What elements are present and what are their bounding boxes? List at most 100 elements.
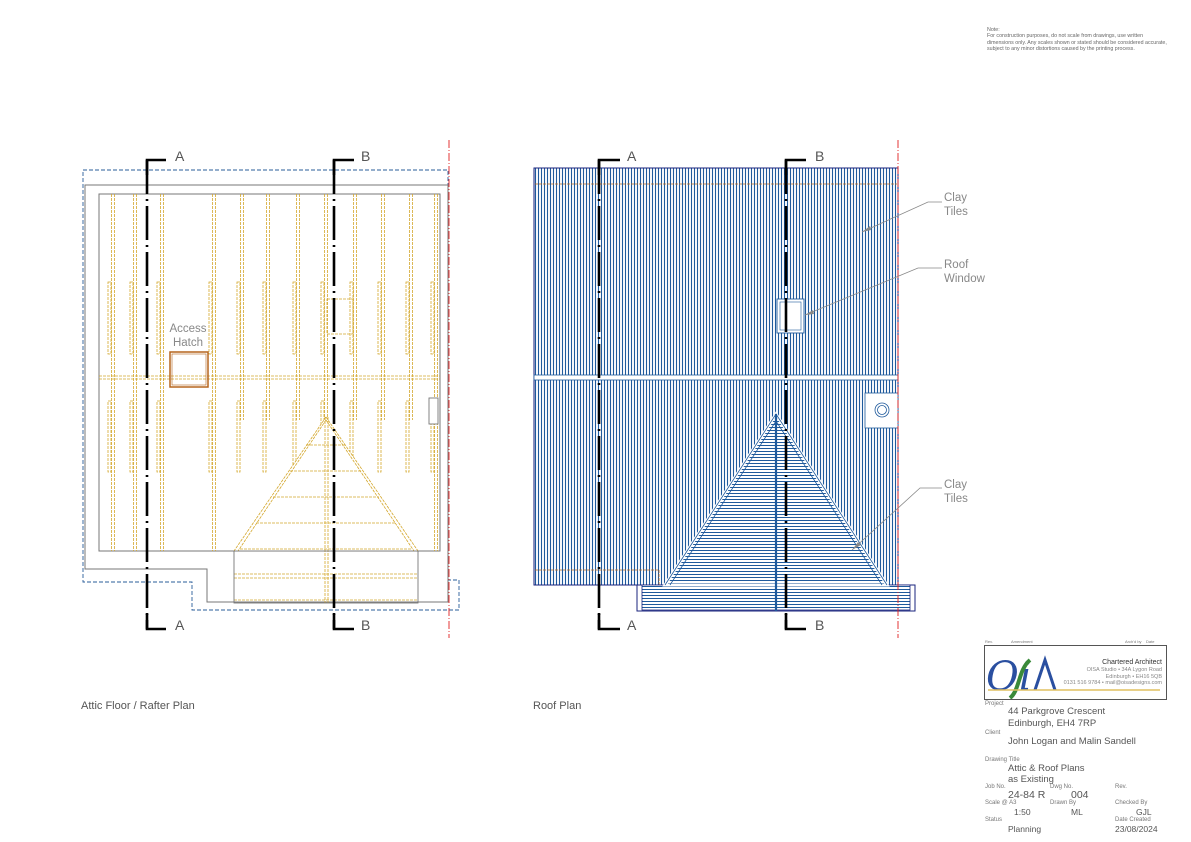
section-label-b-bottom: B — [361, 617, 371, 633]
project-label: Project — [985, 701, 1004, 707]
leader-lines — [804, 201, 942, 551]
clay-tiles-label: Clay Tiles — [944, 478, 968, 506]
section-label-b-bottom: B — [815, 617, 825, 633]
section-line-a — [145, 158, 166, 631]
date-created-label: Date Created — [1115, 817, 1151, 823]
clay-tiles-label: Clay Tiles — [944, 191, 968, 219]
rafter-bracing — [236, 281, 241, 355]
dwg-no-label: Dwg No. — [1050, 784, 1074, 790]
rev-header: Rev. — [985, 639, 993, 644]
svg-text:Oi: Oi — [986, 654, 1032, 700]
rafter-bracing — [292, 400, 297, 473]
roof-plan-caption: Roof Plan — [533, 700, 582, 712]
rafter-bracing — [292, 281, 297, 355]
purlin — [99, 375, 440, 380]
roof-ridge-band — [533, 374, 899, 381]
attic-floor-plan — [82, 140, 460, 638]
section-label-a-top: A — [627, 148, 637, 164]
rafter-bracing — [262, 400, 267, 473]
firm-address1: OISA Studio • 34A Lygon Road — [1086, 667, 1162, 673]
job-no-value: 24-84 R — [1008, 789, 1046, 801]
clay-tiles-label-line1: Clay — [944, 192, 968, 204]
rafter-bracing — [107, 281, 112, 355]
rafter-bracing — [405, 400, 410, 473]
rafter-bracing — [377, 281, 382, 355]
rafter-bracing — [320, 281, 325, 355]
rafters — [107, 194, 438, 551]
client-label: Client — [985, 730, 1001, 736]
rafter-bracing — [129, 281, 134, 355]
chimney-flue-icon — [874, 402, 890, 418]
chimney-outline — [428, 397, 439, 425]
note-heading: Note: — [987, 27, 1000, 33]
project-line1: 44 Parkgrove Crescent — [1008, 706, 1106, 717]
rafter-bracing — [377, 400, 382, 473]
section-label-a-bottom: A — [175, 617, 185, 633]
amendment-header: Amendment — [1011, 639, 1033, 644]
drawing-title-label: Drawing Title — [985, 757, 1020, 763]
clay-tiles-label-line1: Clay — [944, 479, 968, 491]
access-hatch-label: Access Hatch — [166, 322, 210, 350]
construction-note: Note: For construction purposes, do not … — [987, 27, 1167, 53]
section-label-a-bottom: A — [627, 617, 637, 633]
external-wall-outline — [84, 184, 449, 603]
rafter-bracing — [208, 281, 213, 355]
firm-title: Chartered Architect — [1102, 659, 1162, 666]
scale-value: 1:50 — [1014, 807, 1031, 817]
section-line-a — [597, 158, 620, 631]
hip-projection-outline — [233, 550, 419, 604]
roof-window-label: Roof Window — [944, 258, 985, 286]
rafter-bracing — [349, 281, 354, 355]
clay-tiles-label-line2: Tiles — [944, 206, 968, 218]
rafter-bracing — [236, 400, 241, 473]
access-hatch-label-line2: Hatch — [172, 337, 204, 349]
rafter-bracing — [349, 400, 354, 473]
rafter-bracing — [156, 400, 161, 473]
dwg-no-value: 004 — [1071, 789, 1089, 801]
scale-label: Scale @ A3 — [985, 800, 1017, 806]
rafter-bracing — [107, 400, 112, 473]
drawn-by-label: Drawn By — [1050, 800, 1077, 806]
section-line-b — [784, 158, 806, 631]
section-label-b-top: B — [815, 148, 825, 164]
oisa-logo: Oi — [986, 654, 1160, 700]
section-label-a-top: A — [175, 148, 185, 164]
access-hatch — [169, 351, 209, 388]
roof-plan — [533, 140, 942, 638]
date-header: Date — [1146, 639, 1155, 644]
rafter-bracing — [208, 400, 213, 473]
clay-tiles-label-line2: Tiles — [944, 493, 968, 505]
hip-framing — [233, 416, 419, 603]
roof-window-label-line2: Window — [944, 273, 985, 285]
status-label: Status — [985, 817, 1003, 823]
client-value: John Logan and Malin Sandell — [1008, 736, 1136, 747]
firm-logo-box: Chartered Architect OISA Studio • 34A Ly… — [984, 645, 1167, 700]
date-created-value: 23/08/2024 — [1115, 824, 1158, 834]
attic-plan-caption: Attic Floor / Rafter Plan — [81, 700, 195, 712]
archby-header: Arch'd by — [1125, 639, 1142, 644]
section-label-b-top: B — [361, 148, 371, 164]
chimney — [864, 392, 899, 429]
rafter-bracing — [156, 281, 161, 355]
checked-by-label: Checked By — [1115, 800, 1148, 806]
rafter-bracing — [262, 281, 267, 355]
firm-address2: Edinburgh • EH16 5QB — [1105, 673, 1162, 680]
access-hatch-label-line1: Access — [169, 323, 207, 335]
drawing-title-line1: Attic & Roof Plans — [1008, 763, 1085, 774]
firm-contact: 0131 516 9784 • mail@oisadesigns.com — [1063, 680, 1162, 686]
firm-details: Chartered Architect OISA Studio • 34A Ly… — [1064, 658, 1162, 687]
rev-label: Rev. — [1115, 784, 1127, 790]
rafter-bracing — [430, 281, 435, 355]
project-line2: Edinburgh, EH4 7RP — [1008, 718, 1097, 729]
roof-window-trimmer — [326, 298, 354, 335]
job-no-label: Job No. — [985, 784, 1006, 790]
access-hatch-inner — [171, 353, 207, 386]
checked-by-value: GJL — [1136, 807, 1152, 817]
rafter-bracing — [405, 281, 410, 355]
status-value: Planning — [1008, 824, 1042, 834]
section-line-b — [332, 158, 354, 631]
note-text: For construction purposes, do not scale … — [987, 33, 1167, 53]
drawing-title-line2: as Existing — [1008, 774, 1054, 785]
drawn-by-value: ML — [1071, 807, 1083, 817]
